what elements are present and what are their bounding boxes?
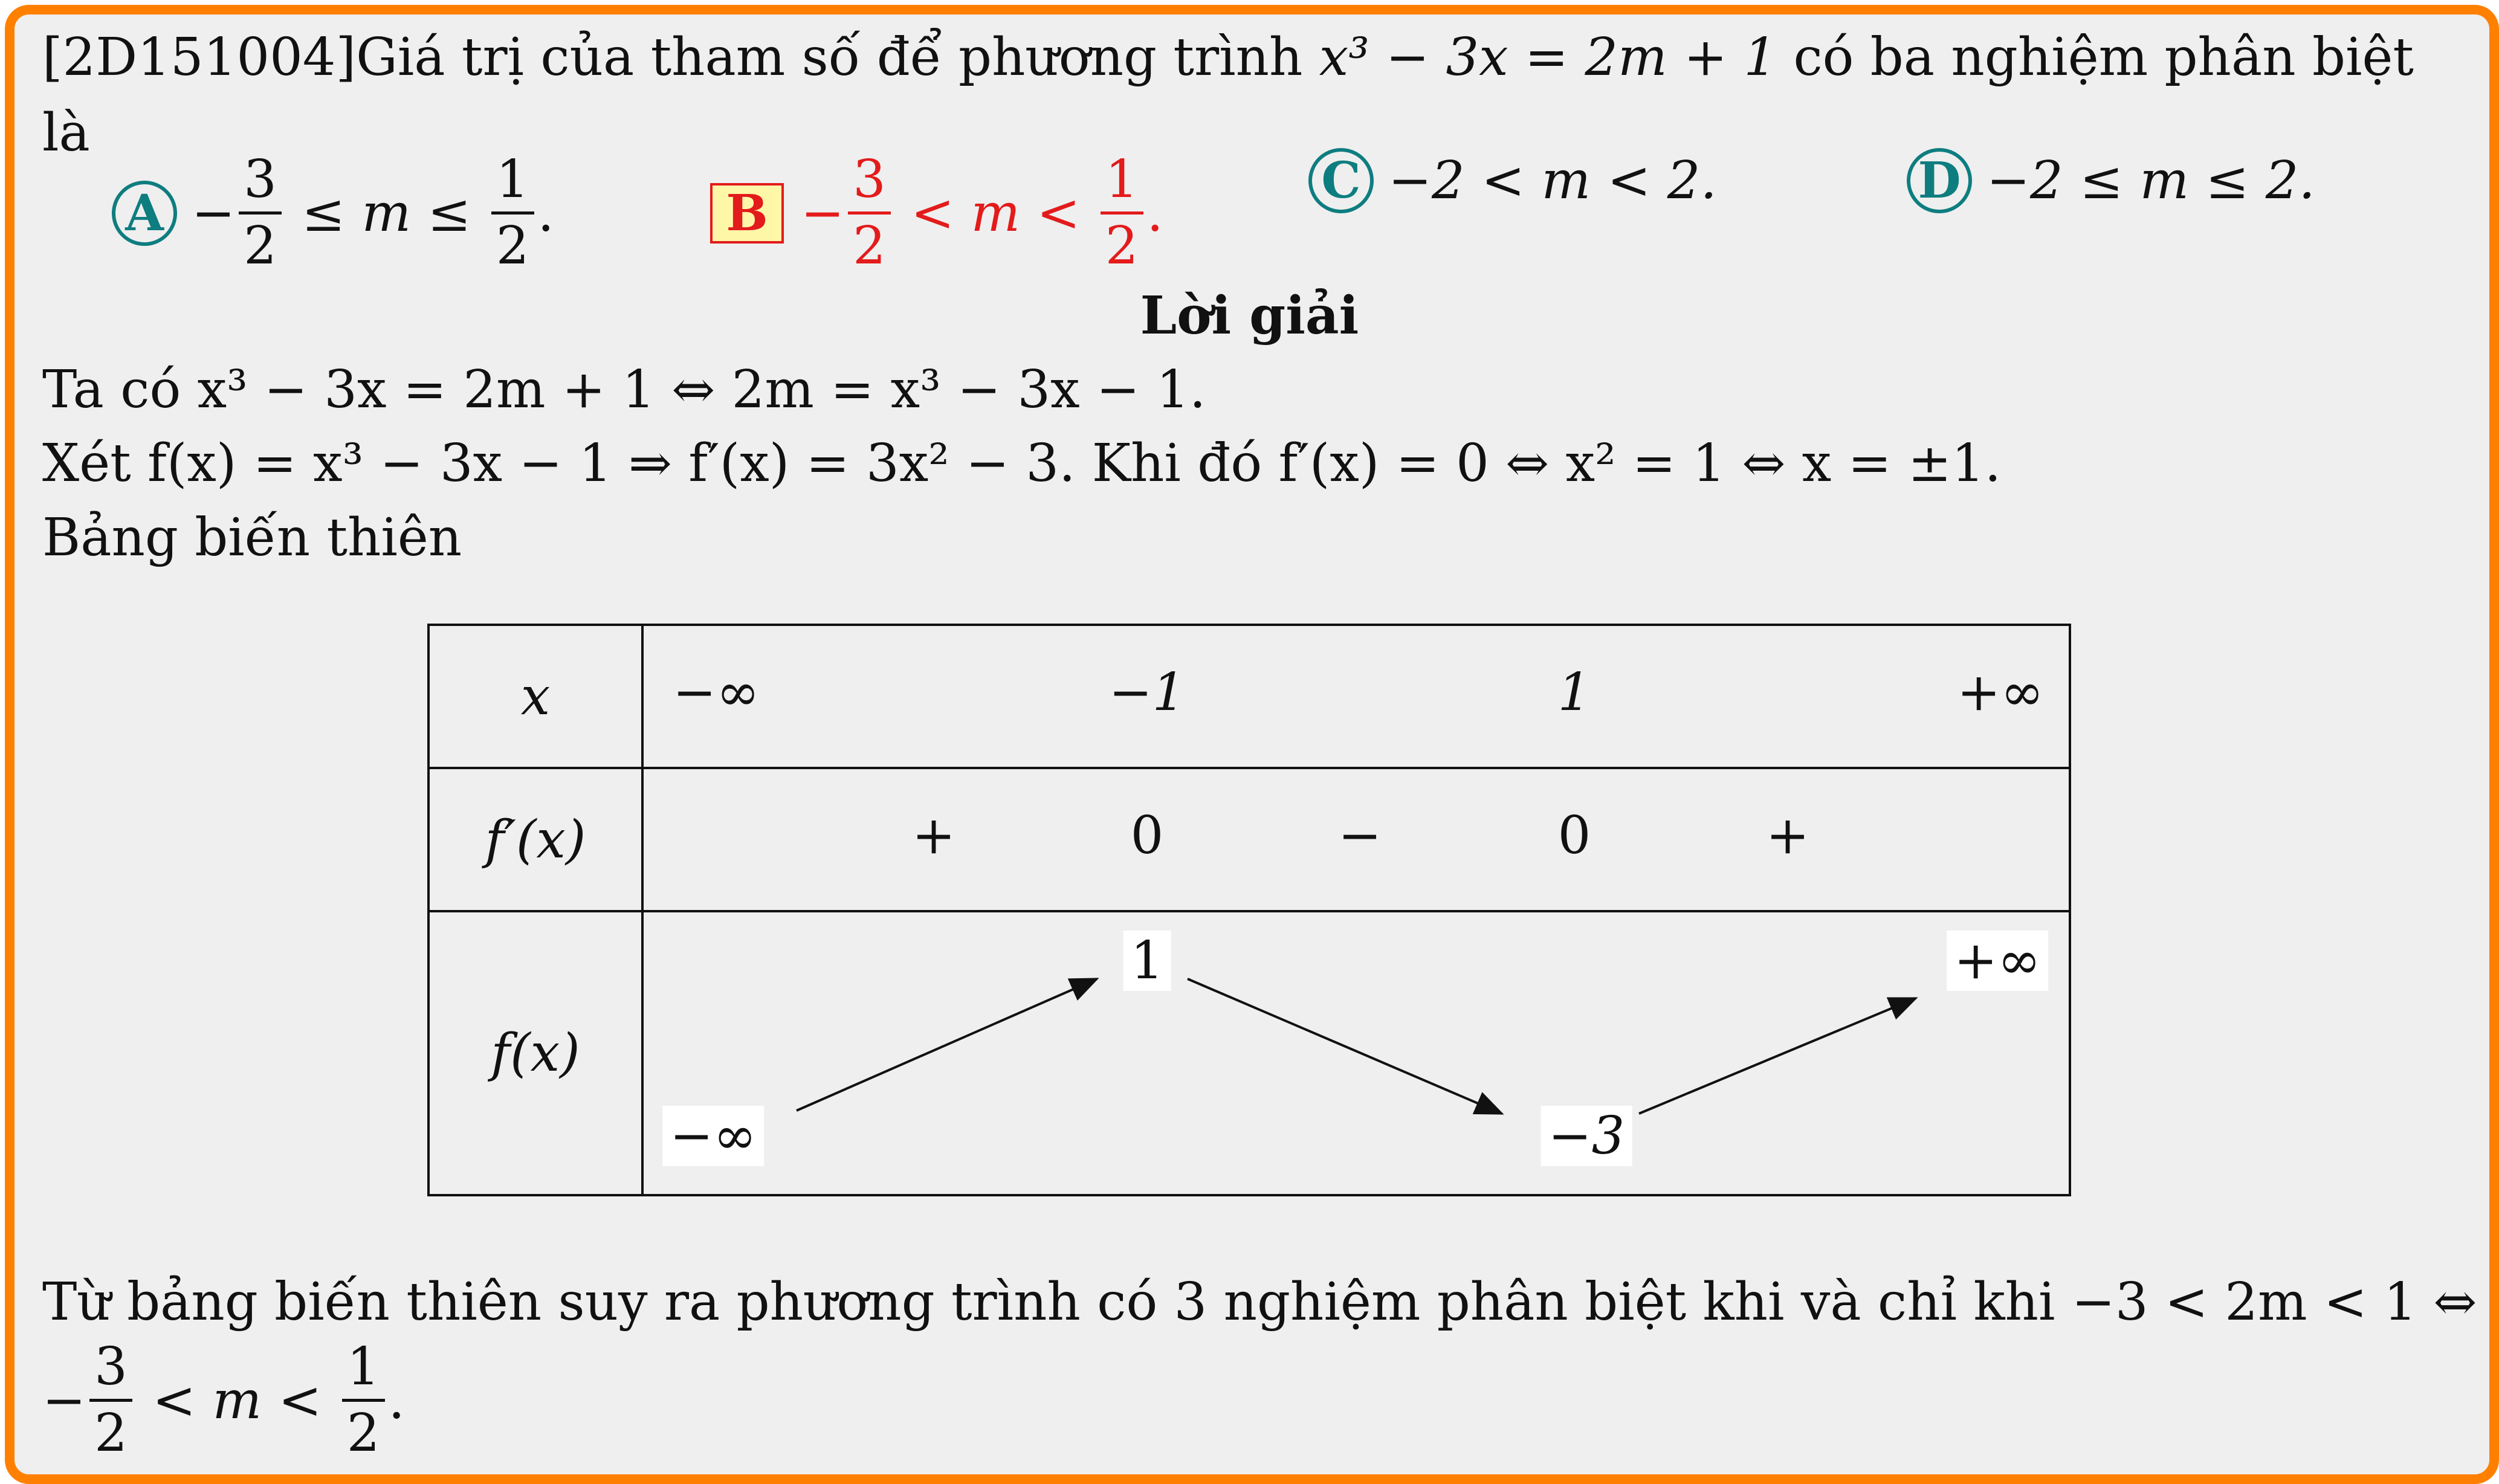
row-label-fprime: f′(x): [427, 767, 644, 912]
x-value: +∞: [1957, 662, 2044, 723]
variation-table: x −∞ −1 1 +∞ f′(x) + 0 − 0 + f(x) −∞ 1 −…: [427, 624, 2071, 1196]
sign-value: +: [911, 805, 956, 866]
sign-value: +: [1765, 805, 1810, 866]
solution-line-2: Xét f(x) = x³ − 3x − 1 ⇒ f′(x) = 3x² − 3…: [42, 433, 2002, 494]
f-min-value: −3: [1540, 1106, 1632, 1166]
sign-value: 0: [1130, 805, 1164, 866]
solution-line-4: Từ bảng biến thiên suy ra phương trình c…: [42, 1272, 2477, 1332]
row-label-x: x: [427, 624, 644, 769]
row-label-f: f(x): [427, 910, 644, 1196]
option-c-text: −2 < m < 2.: [1388, 150, 1717, 211]
option-c[interactable]: C −2 < m < 2.: [1308, 148, 1717, 213]
sign-value: 0: [1557, 805, 1591, 866]
question-code: [2D151004]: [42, 27, 357, 88]
question-text-before: Giá trị của tham số để phương trình: [356, 27, 1303, 88]
question-line-1: [2D151004]Giá trị của tham số để phương …: [42, 24, 2414, 91]
f-row: −∞ 1 −3 +∞: [641, 910, 2071, 1196]
x-value: 1: [1557, 662, 1591, 723]
option-a-letter: A: [112, 180, 177, 246]
solution-line-1: Ta có x³ − 3x = 2m + 1 ⇔ 2m = x³ − 3x − …: [42, 360, 1206, 420]
question-line-2: là: [42, 103, 90, 163]
fprime-row: + 0 − 0 +: [641, 767, 2071, 912]
f-end-value: +∞: [1947, 931, 2048, 991]
option-d-letter: D: [1907, 148, 1972, 213]
option-b-letter: B: [710, 182, 784, 244]
f-start-value: −∞: [662, 1106, 764, 1166]
x-value: −1: [1108, 662, 1186, 723]
option-c-letter: C: [1308, 148, 1374, 213]
f-max-value: 1: [1123, 931, 1171, 991]
sign-value: −: [1337, 805, 1382, 866]
question-text-after: có ba nghiệm phân biệt: [1793, 27, 2414, 88]
x-value: −∞: [673, 662, 760, 723]
option-d[interactable]: D −2 ≤ m ≤ 2.: [1907, 148, 2315, 213]
solution-line-3: Bảng biến thiên: [42, 508, 462, 568]
option-d-text: −2 ≤ m ≤ 2.: [1987, 150, 2315, 211]
solution-title: Lời giải: [1140, 285, 1359, 346]
question-equation: x³ − 3x = 2m + 1: [1319, 27, 1777, 88]
x-row: −∞ −1 1 +∞: [641, 624, 2071, 769]
